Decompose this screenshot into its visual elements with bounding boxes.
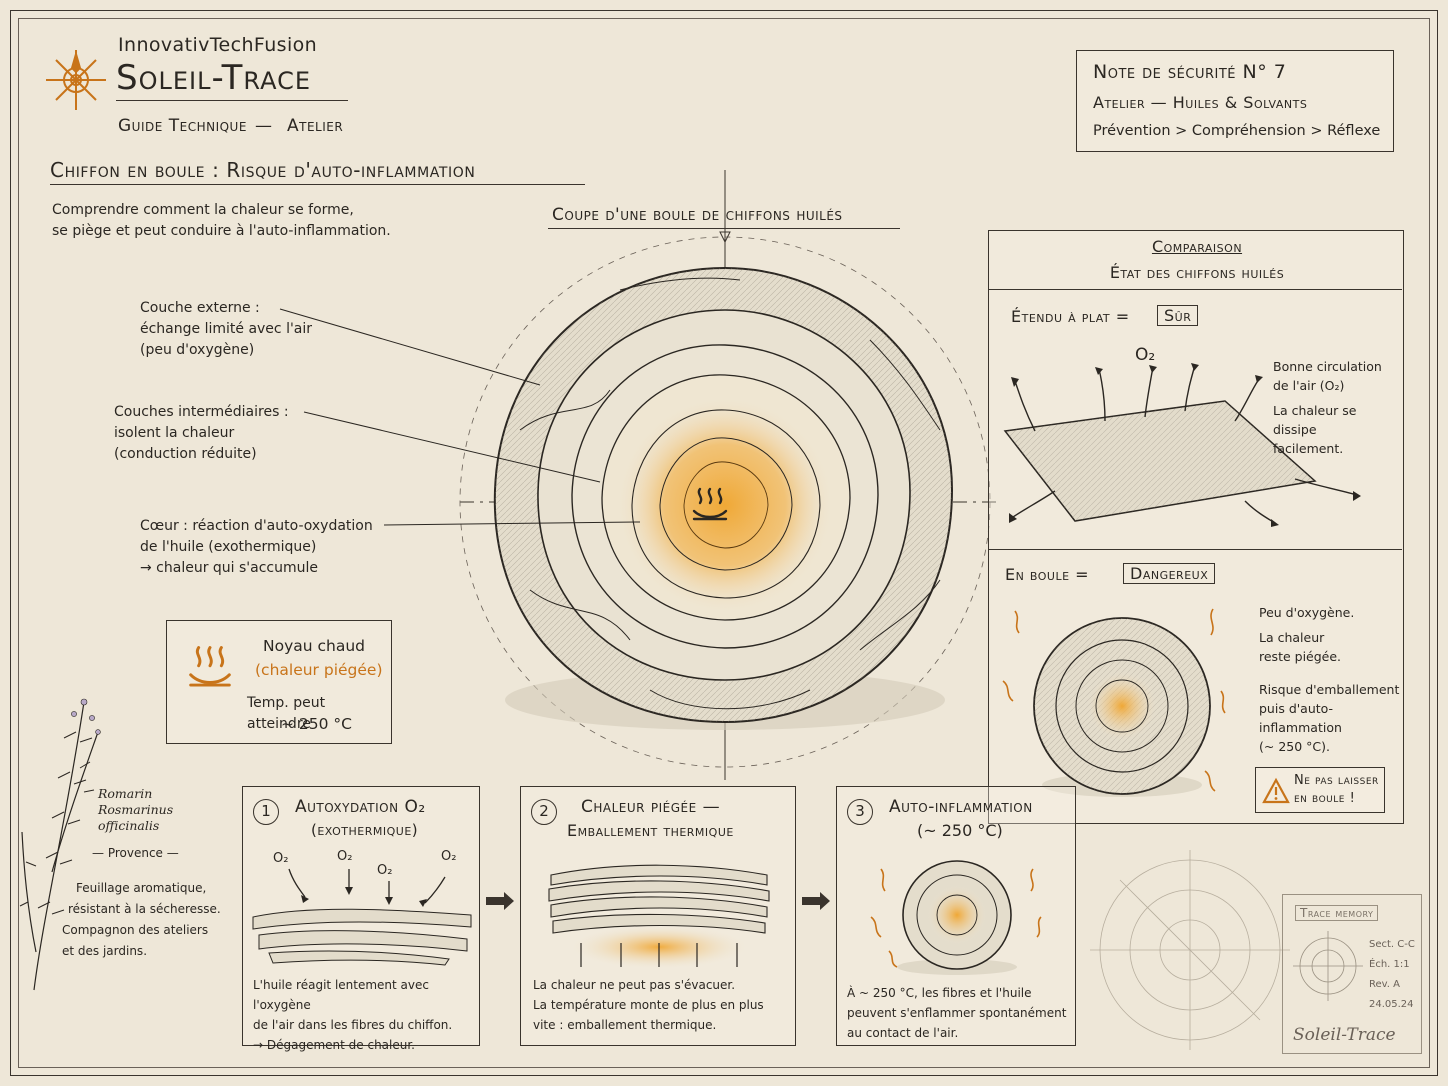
plant-name: Romarin Rosmarinus officinalis — [98, 786, 174, 833]
compass-logo-icon — [46, 50, 106, 110]
comparison-panel: Comparaison État des chiffons huilés Éte… — [988, 230, 1404, 824]
stamp-target-icon — [1293, 931, 1363, 1001]
warning-box: Ne pas laisser en boule ! — [1255, 767, 1385, 813]
step-2-text: La chaleur ne peut pas s'évacuer. La tem… — [533, 978, 764, 1032]
step-3-title: Auto-inflammation — [889, 797, 1033, 817]
step-3-igniting-ball-illustration — [870, 860, 1042, 975]
step-3-box: 3 Auto-inflammation (~ 250 °C) — [836, 786, 1076, 1046]
hot-core-subtitle: (chaleur piégée) — [255, 661, 383, 679]
step-2-box: 2 Chaleur piégée — Emballement thermique — [520, 786, 796, 1046]
warning-text: Ne pas laisser en boule ! — [1294, 773, 1379, 806]
step-1-o2-c: O₂ — [377, 863, 393, 878]
step-3-subtitle: (~ 250 °C) — [917, 821, 1003, 840]
step-1-title: Autoxydation O₂ — [295, 797, 426, 817]
comparison-divider-mid — [989, 549, 1402, 550]
flat-label: Étendu à plat = — [1011, 307, 1130, 326]
safety-note-title: Note de sécurité N° 7 — [1093, 61, 1287, 83]
ball-badge-danger: Dangereux — [1123, 563, 1216, 584]
step-2-title: Chaleur piégée — — [581, 797, 721, 817]
outer-frame — [10, 10, 1438, 1076]
flat-badge-safe: Sûr — [1157, 305, 1199, 326]
cross-section-underline — [548, 228, 900, 229]
small-rag-ball-illustration — [1002, 608, 1226, 797]
comparison-title: Comparaison — [1151, 237, 1243, 256]
brand-name: InnovativTechFusion — [118, 34, 318, 56]
step-3-number: 3 — [847, 799, 873, 825]
heat-steam-icon — [189, 646, 231, 687]
label-core: Cœur : réaction d'auto-oxydation de l'hu… — [140, 518, 373, 576]
stamp-meta: Sect. C-C Éch. 1:1 Rev. A 24.05.24 — [1369, 939, 1415, 1010]
step-1-text: L'huile réagit lentement avec l'oxygène … — [253, 978, 453, 1052]
comparison-subtitle: État des chiffons huilés — [1109, 263, 1285, 282]
step-2-subtitle: Emballement thermique — [567, 821, 734, 840]
step-2-number: 2 — [531, 799, 557, 825]
cross-section-title: Coupe d'une boule de chiffons huilés — [552, 205, 843, 225]
hot-core-temp-line1: Temp. peut atteindre — [247, 695, 326, 732]
rosemary-sprig-icon — [19, 698, 101, 991]
safety-note-box: Note de sécurité N° 7 Atelier — Huiles &… — [1076, 50, 1394, 152]
heat-steam-icon — [692, 487, 728, 521]
main-title-underline — [50, 184, 585, 185]
hot-core-temp-line2: ~ 250 °C — [281, 715, 352, 733]
ball-label: En boule = — [1005, 565, 1090, 584]
intro-line-1: Comprendre comment la chaleur se forme, — [52, 202, 354, 218]
rag-ball-cross-section — [459, 170, 1000, 780]
step-1-o2-a: O₂ — [273, 851, 289, 866]
title-stamp-block: Trace memory Sect. C-C Éch. 1:1 Rev. A 2… — [1282, 894, 1422, 1054]
inner-frame — [18, 18, 1430, 1068]
arrow-right-icon — [802, 892, 830, 910]
step-1-fibers-illustration — [252, 868, 472, 966]
hot-core-box: Noyau chaud (chaleur piégée) Temp. peut … — [166, 620, 392, 744]
step-3-text: À ~ 250 °C, les fibres et l'huile peuven… — [847, 986, 1067, 1040]
ball-note: Peu d'oxygène. La chaleur reste piégée. … — [1259, 605, 1400, 754]
label-middle-layers: Couches intermédiaires : isolent la chal… — [114, 404, 289, 462]
subtitle-dash: — — [255, 116, 272, 136]
step-1-number: 1 — [253, 799, 279, 825]
safety-note-line1: Atelier — Huiles & Solvants — [1093, 93, 1308, 112]
step-1-subtitle: (exothermique) — [311, 821, 419, 839]
flat-o2-label: O₂ — [1135, 345, 1156, 365]
main-title: Chiffon en boule : Risque d'auto-inflamm… — [50, 158, 476, 182]
subtitle-atelier: Atelier — [287, 116, 344, 136]
step-1-box: 1 Autoxydation O₂ (exothermique) O₂ O₂ O… — [242, 786, 480, 1052]
subtitle-guide: Guide Technique — [118, 116, 247, 136]
arrow-right-icon — [486, 892, 514, 910]
label-outer-layer: Couche externe : échange limité avec l'a… — [140, 300, 313, 358]
flat-rag-illustration — [1003, 363, 1361, 527]
step-1-o2-d: O₂ — [441, 849, 457, 864]
step-1-o2-b: O₂ — [337, 849, 353, 864]
flat-note: Bonne circulation de l'air (O₂) La chale… — [1273, 359, 1382, 456]
intro-line-2: se piège et peut conduire à l'auto-infla… — [52, 223, 391, 239]
warning-triangle-icon — [1262, 777, 1290, 804]
hot-core-title: Noyau chaud — [263, 637, 366, 655]
plant-description: Feuillage aromatique, résistant à la séc… — [62, 881, 221, 958]
page-title: Soleil-Trace — [116, 58, 311, 98]
safety-note-line2: Prévention > Compréhension > Réflexe — [1093, 123, 1381, 139]
step-2-stack-illustration — [548, 864, 770, 969]
comparison-divider-top — [989, 289, 1402, 290]
stamp-signature: Soleil-Trace — [1293, 1025, 1396, 1045]
plant-region: — Provence — — [92, 846, 179, 860]
title-underline — [116, 100, 348, 101]
construction-sketch — [1090, 850, 1290, 1050]
stamp-title: Trace memory — [1295, 905, 1379, 921]
